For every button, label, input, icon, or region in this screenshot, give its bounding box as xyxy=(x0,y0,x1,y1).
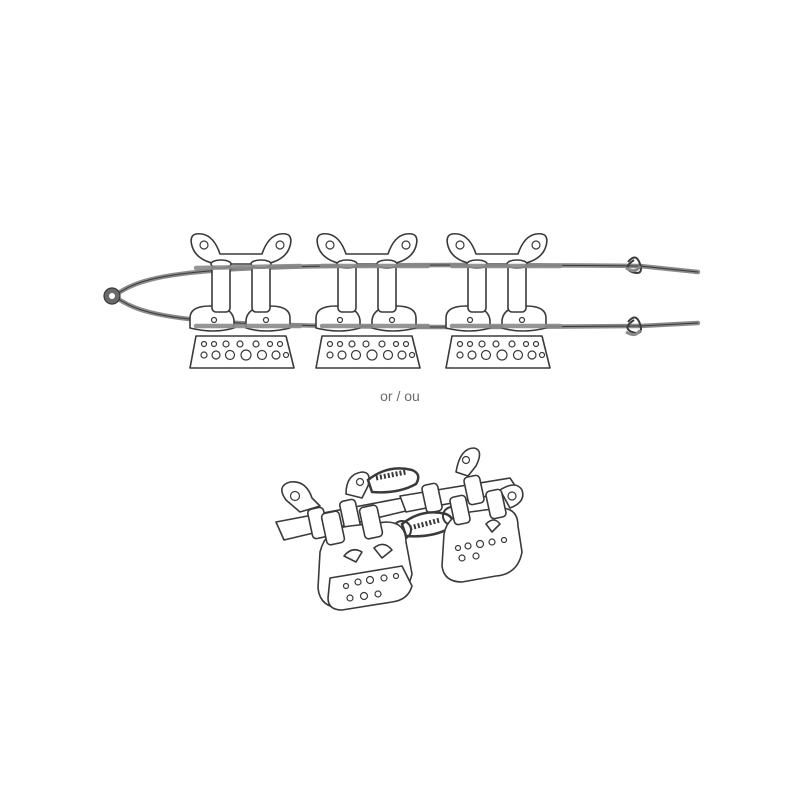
base-holes xyxy=(326,340,416,361)
chock-unit-1 xyxy=(189,232,295,369)
base-holes xyxy=(342,572,400,602)
base-holes xyxy=(200,340,290,361)
linked-chocks-with-carabiners xyxy=(275,447,524,611)
cord-ring-icon xyxy=(103,287,121,305)
or-separator-label: or / ou xyxy=(380,388,420,404)
chock-unit-3 xyxy=(445,232,551,369)
chock-unit-2 xyxy=(315,232,421,369)
chock-front-right xyxy=(441,488,523,583)
linked-chocks-on-cord xyxy=(103,232,701,369)
chock-front-left xyxy=(317,504,413,611)
base-holes xyxy=(454,536,508,562)
chock-rear-right xyxy=(399,447,524,514)
base-holes xyxy=(456,340,546,361)
carabiner-top-icon xyxy=(366,467,420,494)
knot-top-icon xyxy=(625,256,642,274)
knot-bottom-icon xyxy=(625,316,642,337)
